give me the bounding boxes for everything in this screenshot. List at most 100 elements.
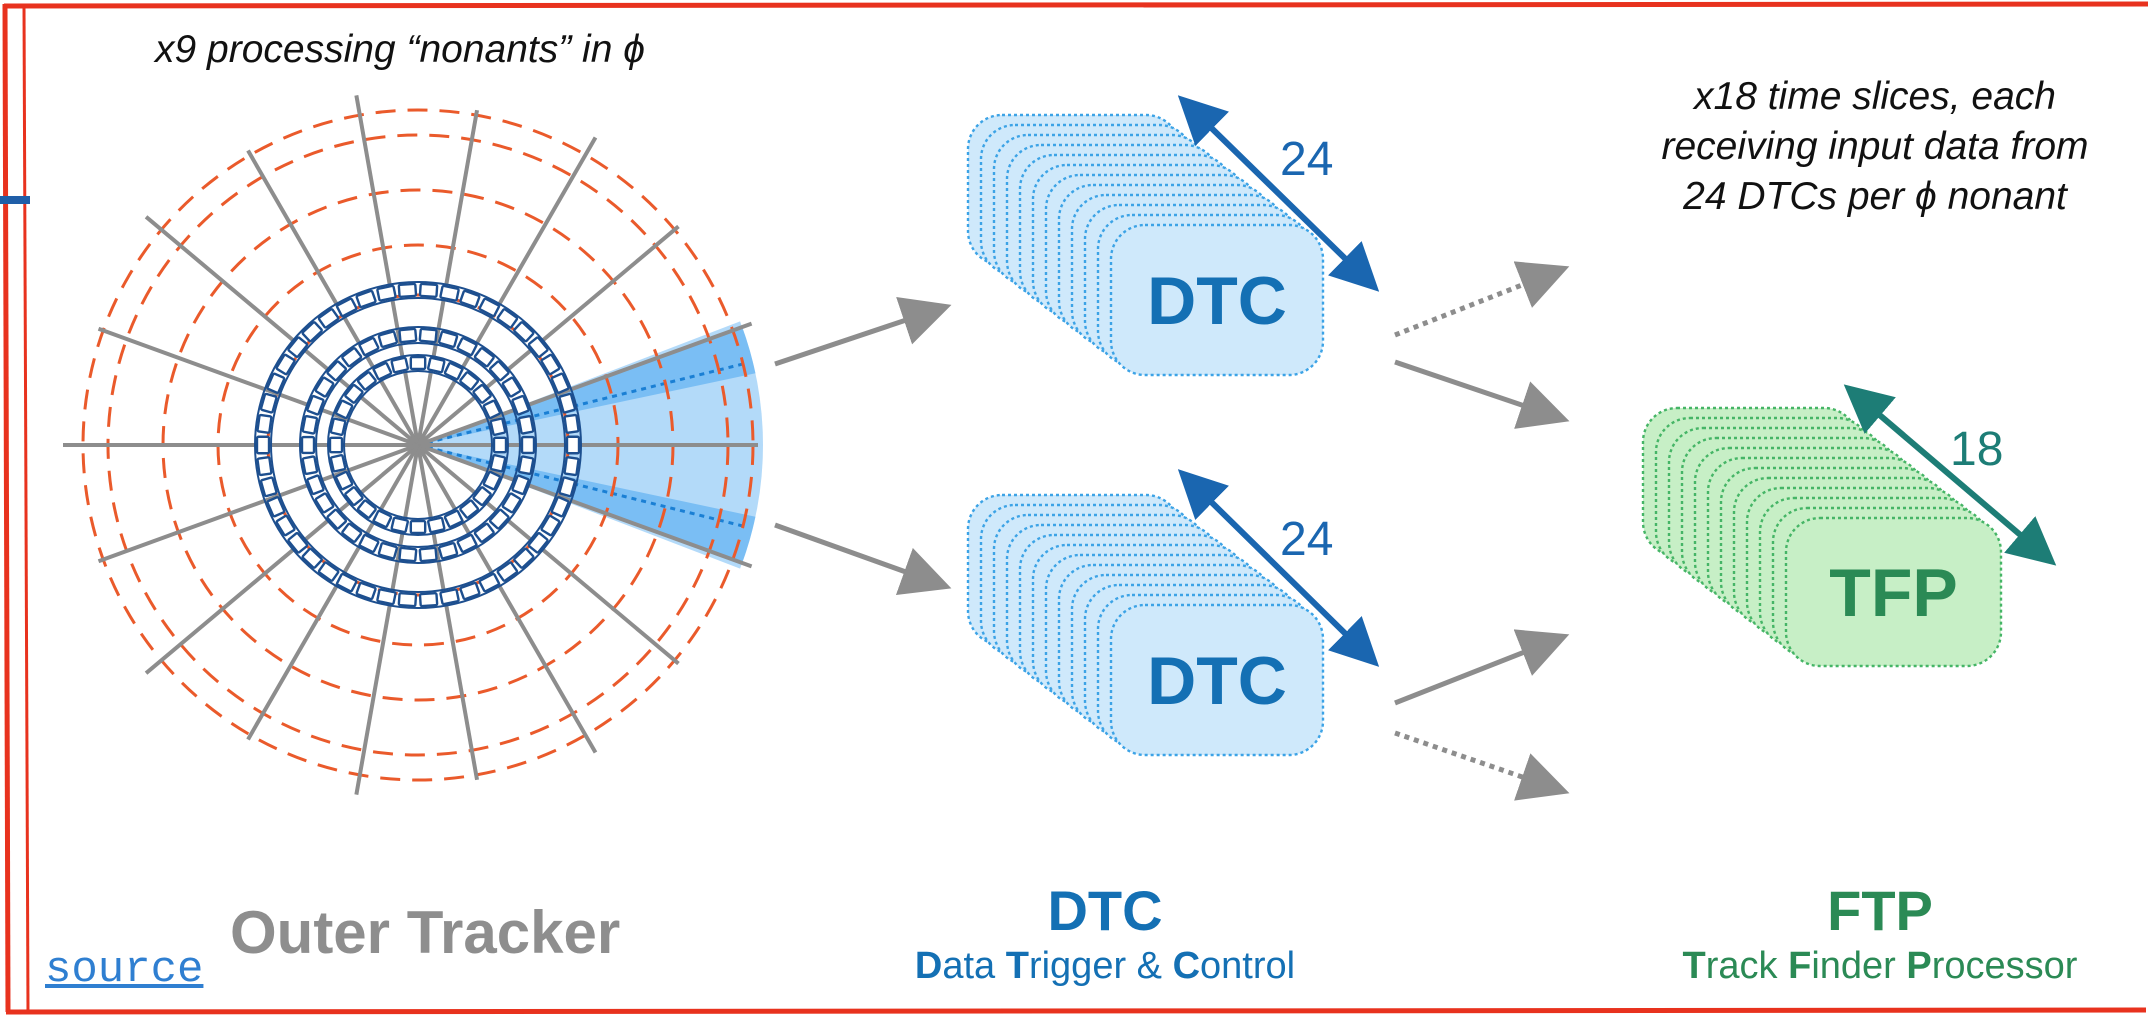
stack-count-arrow (1177, 95, 1380, 292)
tracker-module (372, 509, 393, 529)
tracker-module (418, 591, 439, 608)
tracker-module (376, 588, 397, 606)
caption-word-rest: ontrol (1200, 945, 1296, 987)
inner-ring (343, 370, 493, 520)
nonant-spoke (144, 215, 420, 447)
tracker-module (397, 591, 418, 608)
tracker-module (456, 336, 478, 357)
stack-count-label: 24 (1280, 513, 1333, 566)
stack-count-arrow (1843, 384, 2057, 566)
tracker-module (306, 394, 325, 416)
ftp-caption-subtitle: Track Finder Processor (1580, 945, 2152, 988)
tracker-module (527, 336, 549, 358)
caption-initial: T (1682, 945, 1706, 987)
tracker-module (314, 376, 335, 398)
tracker-module (565, 435, 581, 455)
inner-ring (299, 326, 537, 564)
tracker-module (287, 532, 309, 554)
tracker-module (344, 383, 364, 404)
tracker-module (356, 371, 377, 391)
tracker-module (344, 486, 364, 507)
nonant-spoke (354, 95, 420, 446)
tracker-module (418, 546, 438, 563)
tracker-module (459, 289, 481, 309)
inner-ring (270, 297, 566, 593)
tracker-module (482, 399, 502, 420)
tracker-module (266, 496, 286, 518)
nonant-spoke (246, 149, 420, 446)
source-link[interactable]: source (45, 945, 204, 995)
tracker-module (488, 360, 510, 382)
tracker-module (437, 330, 459, 348)
caption-initial: C (1172, 945, 1201, 987)
tracker-module (437, 542, 459, 560)
tracker-module (439, 588, 460, 606)
inner-ring (315, 342, 521, 548)
tracker-module (478, 297, 501, 318)
tracker-module (517, 414, 535, 435)
tracker-module (443, 361, 464, 381)
nonant-spoke (416, 443, 680, 666)
tracker-module (326, 508, 348, 530)
tracker-module (335, 297, 358, 318)
tracker-module (326, 360, 348, 382)
tracker-module (563, 456, 580, 477)
tracker-module (563, 413, 580, 434)
tracker-module (341, 347, 363, 368)
tracker-module (256, 413, 273, 434)
outer-tracker-label: Outer Tracker (230, 899, 621, 966)
stack-count-label: 18 (1950, 423, 2003, 476)
tracker-module (259, 476, 278, 498)
time-slices-line-2: receiving input data from (1661, 125, 2089, 168)
tracker-module (266, 372, 286, 394)
tracker-module (550, 372, 570, 394)
tracker-module (355, 581, 377, 601)
tracker-module (456, 533, 478, 554)
tracker-module (306, 474, 325, 496)
tracker-module (459, 371, 480, 391)
tracker-module (356, 499, 377, 519)
tracker-module (300, 435, 316, 455)
tracker-module (558, 476, 577, 498)
tracker-module (520, 435, 536, 455)
tracker-module (473, 347, 495, 368)
tracker-module (501, 492, 522, 514)
nonant-spoke (416, 224, 680, 447)
tracker-module (496, 308, 519, 329)
flow-arrows (774, 261, 1570, 801)
tracker-module (259, 392, 278, 414)
caption-initial: P (1906, 945, 1932, 987)
tracker-module (329, 417, 347, 436)
nonant-spoke (97, 443, 419, 564)
flow-arrow (774, 522, 952, 596)
flow-arrow (1394, 359, 1570, 429)
tracker-module (256, 456, 273, 477)
stack-box-label: DTC (1147, 263, 1287, 339)
tracker-module (511, 394, 530, 416)
tracker-module (513, 321, 535, 343)
tracker-module (334, 399, 354, 420)
tracker-module (377, 542, 399, 560)
dtc-caption-subtitle: Data Trigger & Control (805, 945, 1405, 988)
stack-count-arrow (1177, 469, 1380, 667)
caption-initial: D (914, 945, 943, 987)
tracker-module (275, 514, 296, 537)
tracker-module (314, 492, 335, 514)
nonant-spoke (416, 444, 480, 781)
tracker-module (301, 547, 323, 569)
tracker-module (317, 561, 340, 582)
tracker-module (301, 414, 319, 435)
flow-arrow (774, 297, 952, 367)
nonant-spoke (246, 443, 420, 741)
nonant-spoke (416, 444, 598, 754)
tracker-module (418, 327, 438, 344)
tracker-module (472, 486, 492, 507)
dotted-flow-arrow (1394, 261, 1570, 338)
tracker-module (459, 499, 480, 519)
tracker-module (439, 284, 460, 302)
time-slices-line-3: 24 DTCs per ϕ nonant (1683, 175, 2067, 218)
tracker-module (443, 509, 464, 529)
tracker-module (427, 516, 446, 534)
